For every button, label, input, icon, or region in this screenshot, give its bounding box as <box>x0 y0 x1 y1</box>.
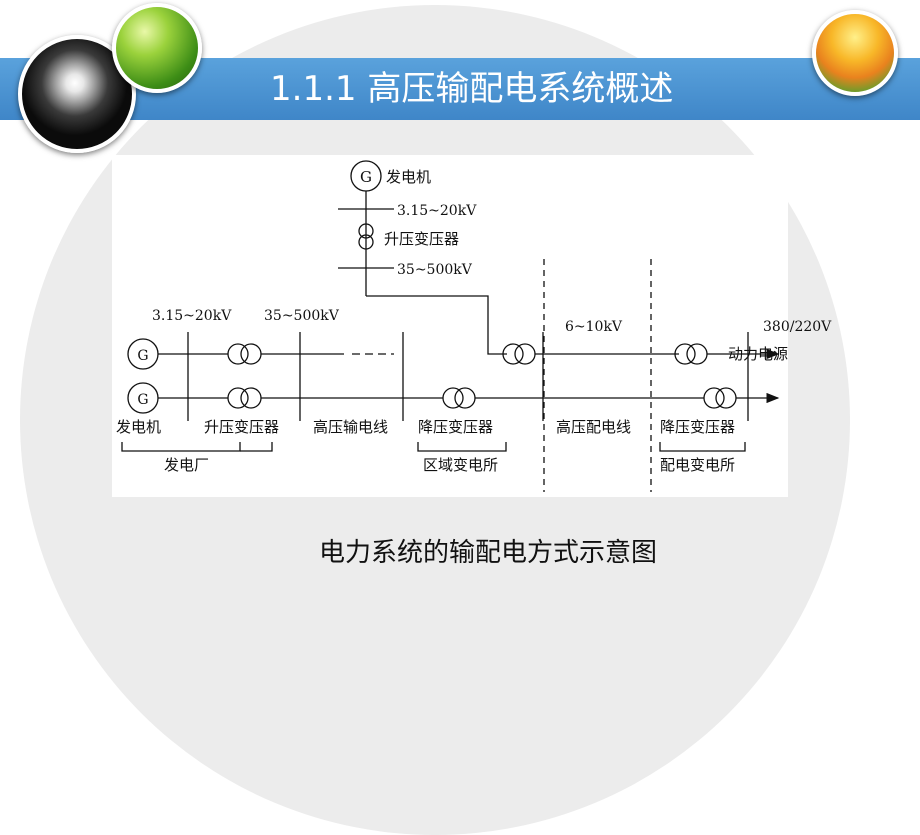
label-step-down-1: 降压变压器 <box>418 418 493 436</box>
voltage-label-1: 3.15~20kV <box>152 308 232 324</box>
diagram-caption: 电力系统的输配电方式示意图 <box>318 538 657 568</box>
tulip-image <box>812 10 898 96</box>
diagram-panel: G 发电机 3.15~20kV 升压变压器 35~500kV G G 3.15~… <box>112 155 832 497</box>
top-transformer-label: 升压变压器 <box>384 230 459 248</box>
power-distribution-diagram: G 发电机 3.15~20kV 升压变压器 35~500kV G G 3.15~… <box>116 160 832 492</box>
dist-coil-1a <box>674 343 696 365</box>
top-feeder-route <box>366 295 507 355</box>
top-voltage-1: 3.15~20kV <box>397 203 477 219</box>
group-bracket-region <box>417 442 507 452</box>
step-up-coil-1a <box>227 343 249 365</box>
voltage-label-3: 6~10kV <box>565 319 623 335</box>
group-label-region: 区域变电所 <box>423 456 498 474</box>
top-generator-g: G <box>360 168 372 186</box>
step-up-coil-2b <box>240 387 262 409</box>
dist-coil-2a <box>703 387 725 409</box>
group-label-plant: 发电厂 <box>164 456 209 474</box>
group-bracket-plant-right <box>240 442 273 452</box>
label-step-up: 升压变压器 <box>204 418 279 436</box>
gen-g-1: G <box>137 348 148 364</box>
top-transformer-coil-a <box>358 223 374 239</box>
dist-coil-1b <box>686 343 708 365</box>
group-bracket-plant <box>121 442 241 452</box>
label-hv-dist: 高压配电线 <box>556 418 631 436</box>
label-step-down-2: 降压变压器 <box>660 418 735 436</box>
gen-g-2: G <box>137 392 148 408</box>
dist-coil-2b <box>715 387 737 409</box>
step-down-coil-b <box>454 387 476 409</box>
step-up-coil-1b <box>240 343 262 365</box>
group-label-dist: 配电变电所 <box>660 456 735 474</box>
top-transformer-coil-b <box>358 234 374 250</box>
voltage-label-4: 380/220V <box>763 319 832 335</box>
slide-title: 1.1.1 高压输配电系统概述 <box>270 69 674 109</box>
top-generator-label: 发电机 <box>386 168 431 186</box>
junction-coil-b <box>514 343 536 365</box>
leaf-image <box>112 3 202 93</box>
step-up-coil-2a <box>227 387 249 409</box>
top-voltage-2: 35~500kV <box>397 262 473 278</box>
group-bracket-dist <box>659 442 746 452</box>
voltage-label-2: 35~500kV <box>264 308 340 324</box>
step-down-coil-a <box>442 387 464 409</box>
power-output-label: 动力电源 <box>728 345 788 363</box>
label-generator: 发电机 <box>116 418 161 436</box>
label-hv-line: 高压输电线 <box>313 418 388 436</box>
junction-coil-a <box>502 343 524 365</box>
